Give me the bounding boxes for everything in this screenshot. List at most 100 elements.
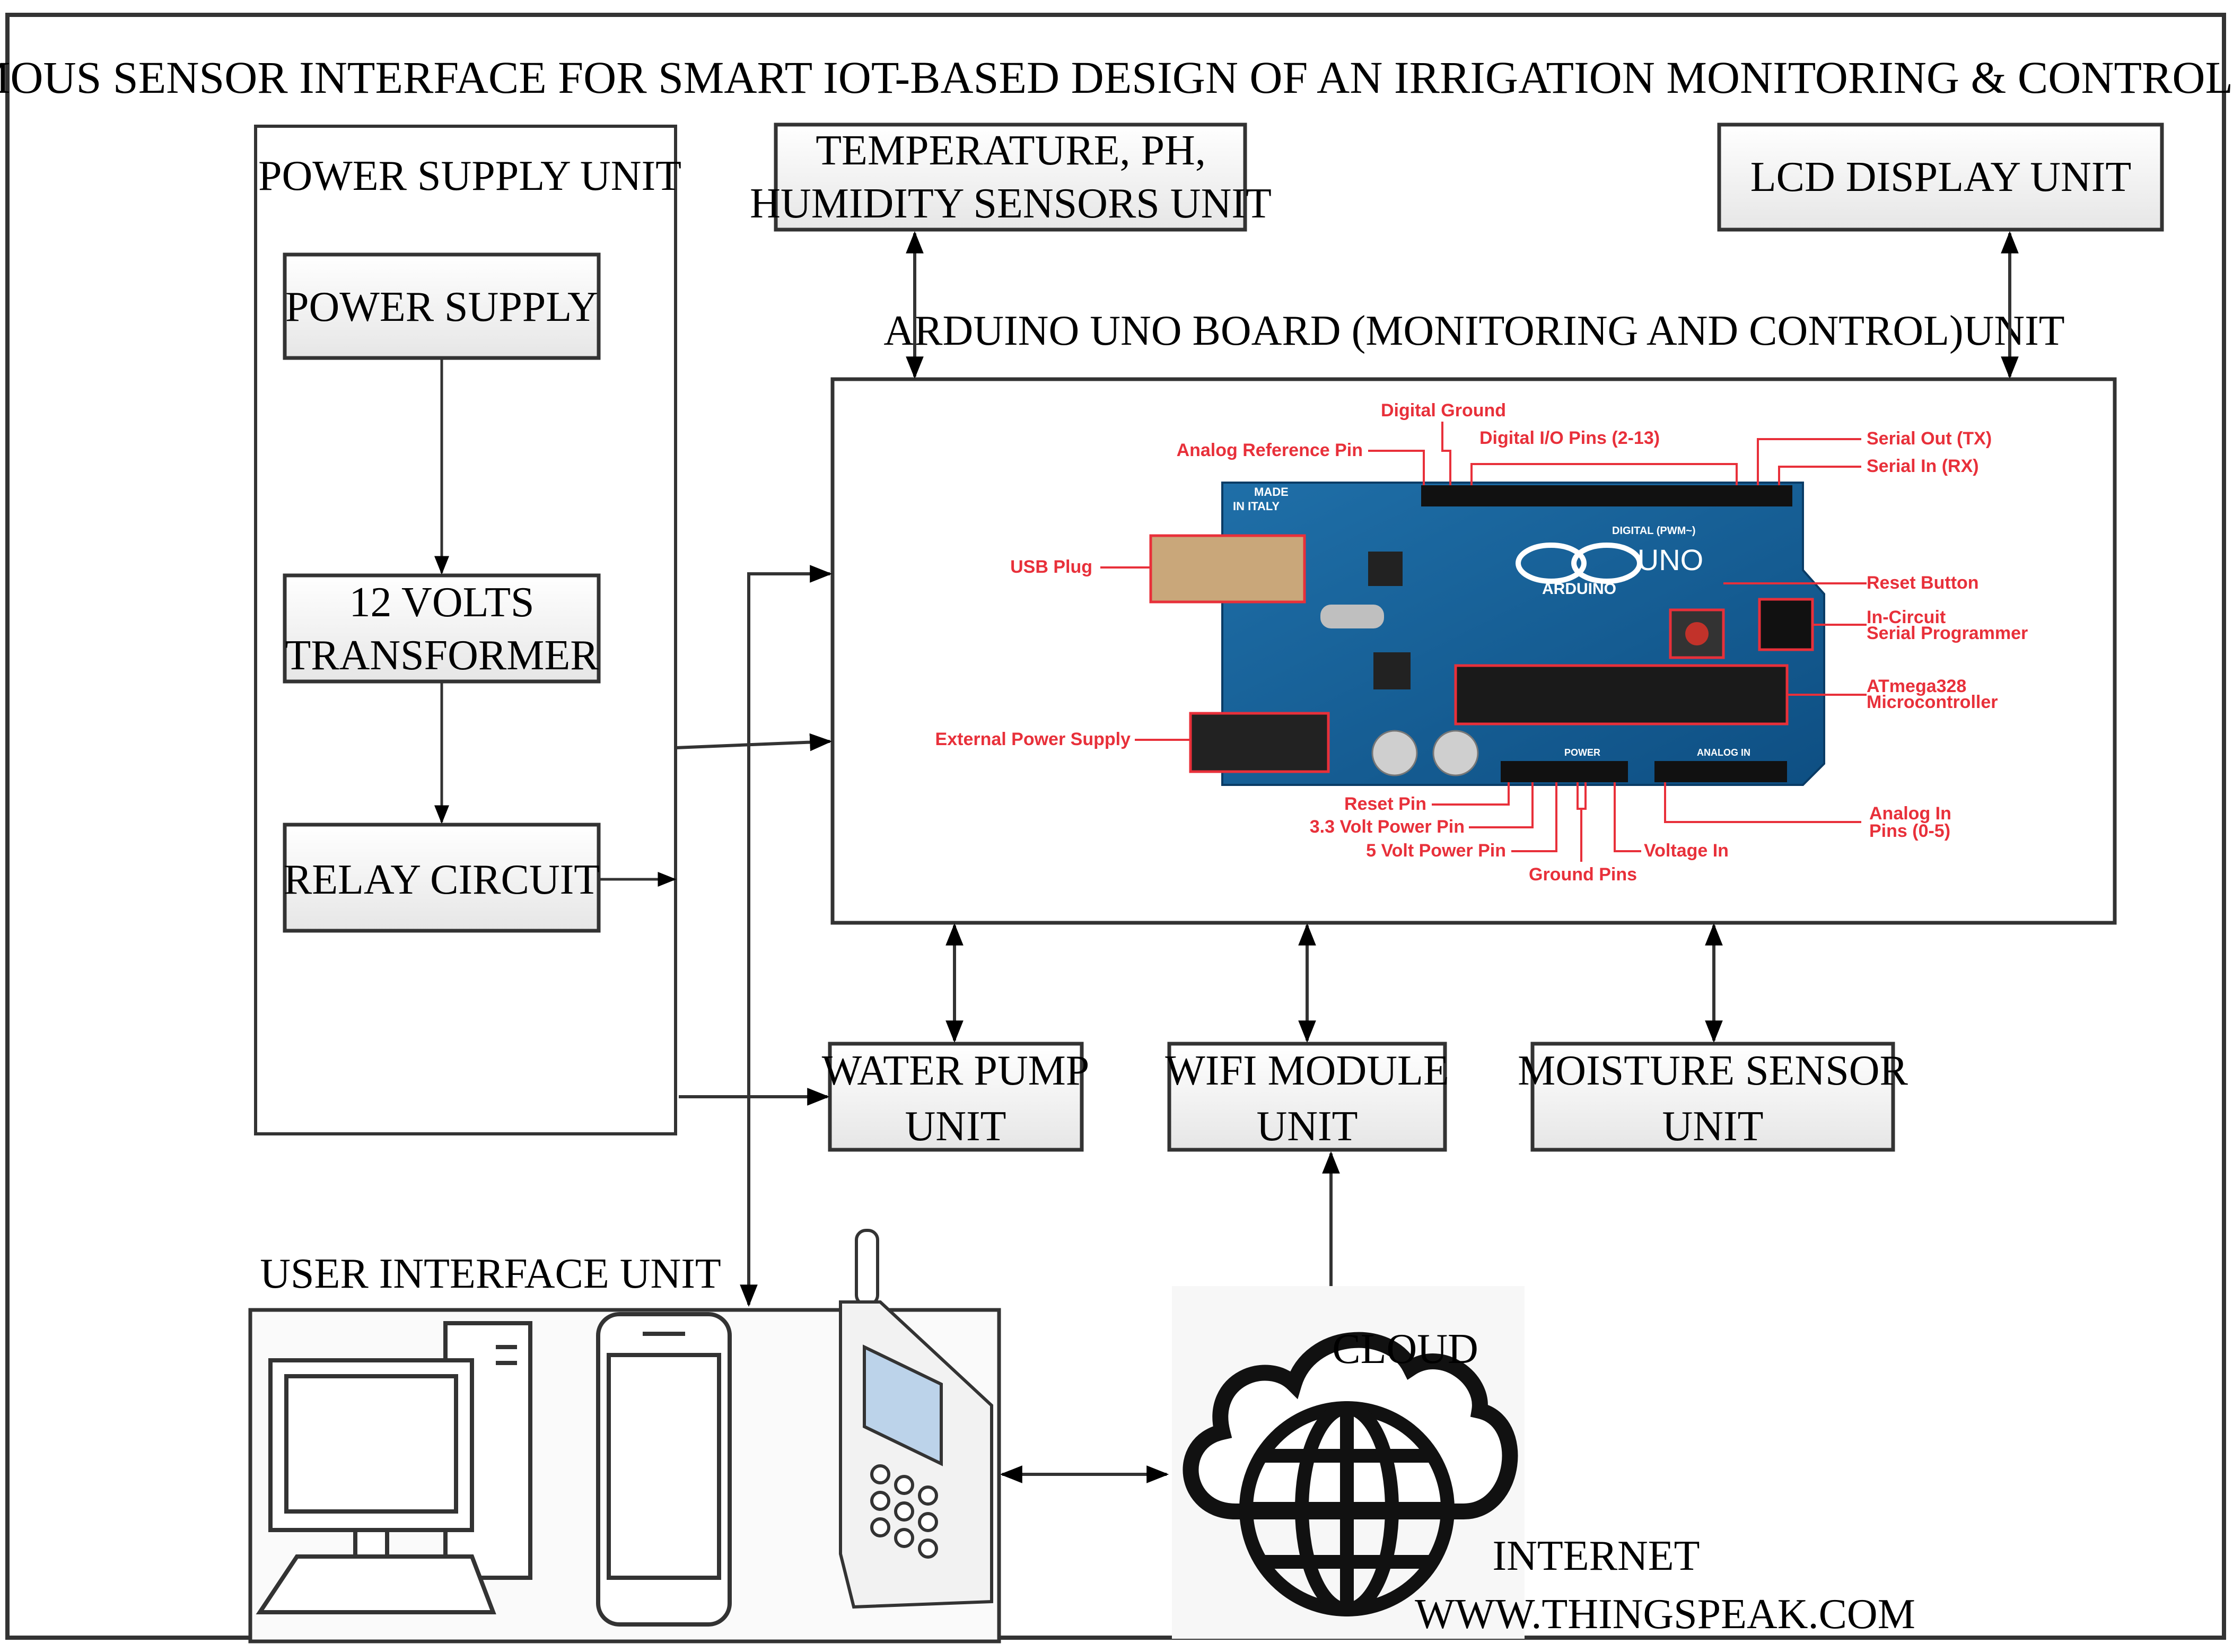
label-reset-pin: Reset Pin [1344, 794, 1426, 814]
label-ext-power: External Power Supply [935, 729, 1131, 749]
mobile-screen [863, 1344, 943, 1466]
board-brand: ARDUINO [1542, 580, 1616, 598]
label-icsp-line2: Serial Programmer [1867, 623, 2028, 643]
label-icsp-line1: In-Circuit [1867, 607, 1946, 627]
mobile-phone-icon [839, 1229, 993, 1609]
power-jack [1189, 712, 1330, 773]
mobile-key [870, 1464, 890, 1484]
usb-plug [1149, 534, 1306, 604]
label-atmega-line1: ATmega328 [1867, 676, 1966, 696]
analog-header [1654, 761, 1787, 782]
moisture-sensor-line1: MOISTURE SENSOR [1518, 1047, 1908, 1094]
transformer-box [283, 573, 601, 684]
arduino-logo-right [1571, 543, 1642, 584]
board-analog-label: ANALOG IN [1697, 747, 1750, 758]
arduino-pin-label-text: Digital Ground Digital I/O Pins (2-13) S… [935, 400, 2028, 885]
reset-button-cap [1685, 622, 1709, 645]
wifi-module-unit-box [1167, 1042, 1447, 1152]
mobile-key [870, 1491, 890, 1511]
label-analog-in-line1: Analog In [1869, 803, 1951, 824]
sensors-unit-box [774, 123, 1247, 232]
mobile-key [894, 1475, 914, 1495]
label-atmega-line2: Microcontroller [1867, 692, 1998, 712]
water-pump-unit-box [828, 1042, 1084, 1152]
thingspeak-url: WWW.THINGSPEAK.COM [1415, 1591, 1915, 1638]
power-header [1501, 761, 1628, 782]
keyboard [256, 1554, 496, 1614]
board-made-italy: IN ITALY [1233, 500, 1280, 513]
moisture-sensor-unit-box [1530, 1042, 1895, 1152]
monitor-screen [284, 1374, 458, 1514]
label-serial-out: Serial Out (TX) [1867, 429, 1992, 449]
icsp-header [1758, 598, 1814, 651]
power-supply-unit: POWER SUPPLY UNIT POWER SUPPLY 12 VOLTS … [254, 125, 681, 1135]
board-digital-label: DIGITAL (PWM~) [1612, 525, 1696, 537]
arduino-board-illustration: ARDUINO UNO MADE IN ITALY DIGITAL (PWM~)… [1149, 482, 1825, 786]
sensors-unit-line1: TEMPERATURE, PH, [816, 127, 1206, 174]
mobile-key [918, 1485, 938, 1506]
mobile-key [870, 1517, 890, 1537]
moisture-sensor-line2: UNIT [1662, 1103, 1763, 1150]
arrow-arduino-userinterface [740, 565, 833, 1307]
outer-frame [5, 13, 2226, 1640]
board-made: MADE [1254, 485, 1289, 499]
power-supply-label: POWER SUPPLY [285, 284, 598, 330]
monitor-stand [353, 1528, 389, 1559]
mobile-key [918, 1512, 938, 1532]
mobile-key [894, 1528, 914, 1548]
arduino-unit-title: ARDUINO UNO BOARD (MONITORING AND CONTRO… [883, 308, 2064, 354]
capacitor [1432, 730, 1479, 776]
leader-analog-in [1664, 782, 1861, 823]
arduino-pin-labels [1100, 422, 1867, 862]
lcd-display-unit-box [1717, 123, 2164, 232]
transformer-label-line2: TRANSFORMER [285, 632, 599, 679]
label-reset-button: Reset Button [1867, 573, 1979, 593]
atmega-chip [1454, 664, 1789, 726]
power-supply-unit-title: POWER SUPPLY UNIT [258, 153, 681, 199]
cloud-label: CLOUD [1332, 1326, 1478, 1373]
user-interface-title: USER INTERFACE UNIT [260, 1251, 721, 1297]
label-digital-ground: Digital Ground [1381, 400, 1506, 421]
digital-header [1421, 485, 1792, 506]
sensors-unit-line2: HUMIDITY SENSORS UNIT [750, 180, 1272, 227]
wifi-module-line2: UNIT [1256, 1103, 1358, 1150]
small-ic [1368, 552, 1403, 586]
transformer-label-line1: 12 VOLTS [349, 579, 535, 626]
relay-circuit-box [283, 823, 601, 933]
capacitor [1371, 730, 1418, 776]
label-analog-ref: Analog Reference Pin [1177, 440, 1363, 460]
water-pump-line2: UNIT [905, 1103, 1006, 1150]
crystal [1320, 605, 1384, 628]
relay-circuit-label: RELAY CIRCUIT [284, 856, 600, 903]
leader-3v3 [1469, 782, 1534, 828]
lcd-display-unit-label: LCD DISPLAY UNIT [1750, 154, 2132, 200]
arduino-logo-left [1516, 543, 1587, 584]
label-serial-in: Serial In (RX) [1867, 456, 1979, 476]
label-digital-io: Digital I/O Pins (2-13) [1479, 428, 1660, 448]
mobile-antenna [855, 1229, 879, 1306]
label-voltage-in: Voltage In [1644, 841, 1729, 861]
leader-reset-pin [1432, 782, 1510, 806]
leader-voltage-in [1614, 782, 1641, 852]
smartphone-icon [596, 1312, 732, 1627]
label-analog-in-line2: Pins (0-5) [1869, 821, 1950, 841]
leader-digital-ground [1441, 422, 1451, 485]
smartphone-screen [607, 1353, 721, 1580]
desktop-computer-icon [256, 1321, 532, 1614]
leader-analog-ref [1368, 450, 1425, 485]
arrow-power-arduino [675, 733, 833, 751]
globe-icon [1239, 1401, 1455, 1616]
board-power-label: POWER [1564, 747, 1600, 758]
internet-label: INTERNET [1492, 1533, 1700, 1579]
small-ic [1373, 652, 1411, 689]
board-model: UNO [1637, 543, 1703, 576]
label-5v: 5 Volt Power Pin [1366, 841, 1506, 861]
connectors [675, 231, 2019, 1483]
water-pump-line1: WATER PUMP [822, 1047, 1090, 1094]
label-3v3: 3.3 Volt Power Pin [1310, 817, 1465, 837]
label-usb-plug: USB Plug [1010, 557, 1092, 577]
leader-digital-io [1470, 463, 1738, 485]
label-ground-pins: Ground Pins [1529, 864, 1637, 885]
